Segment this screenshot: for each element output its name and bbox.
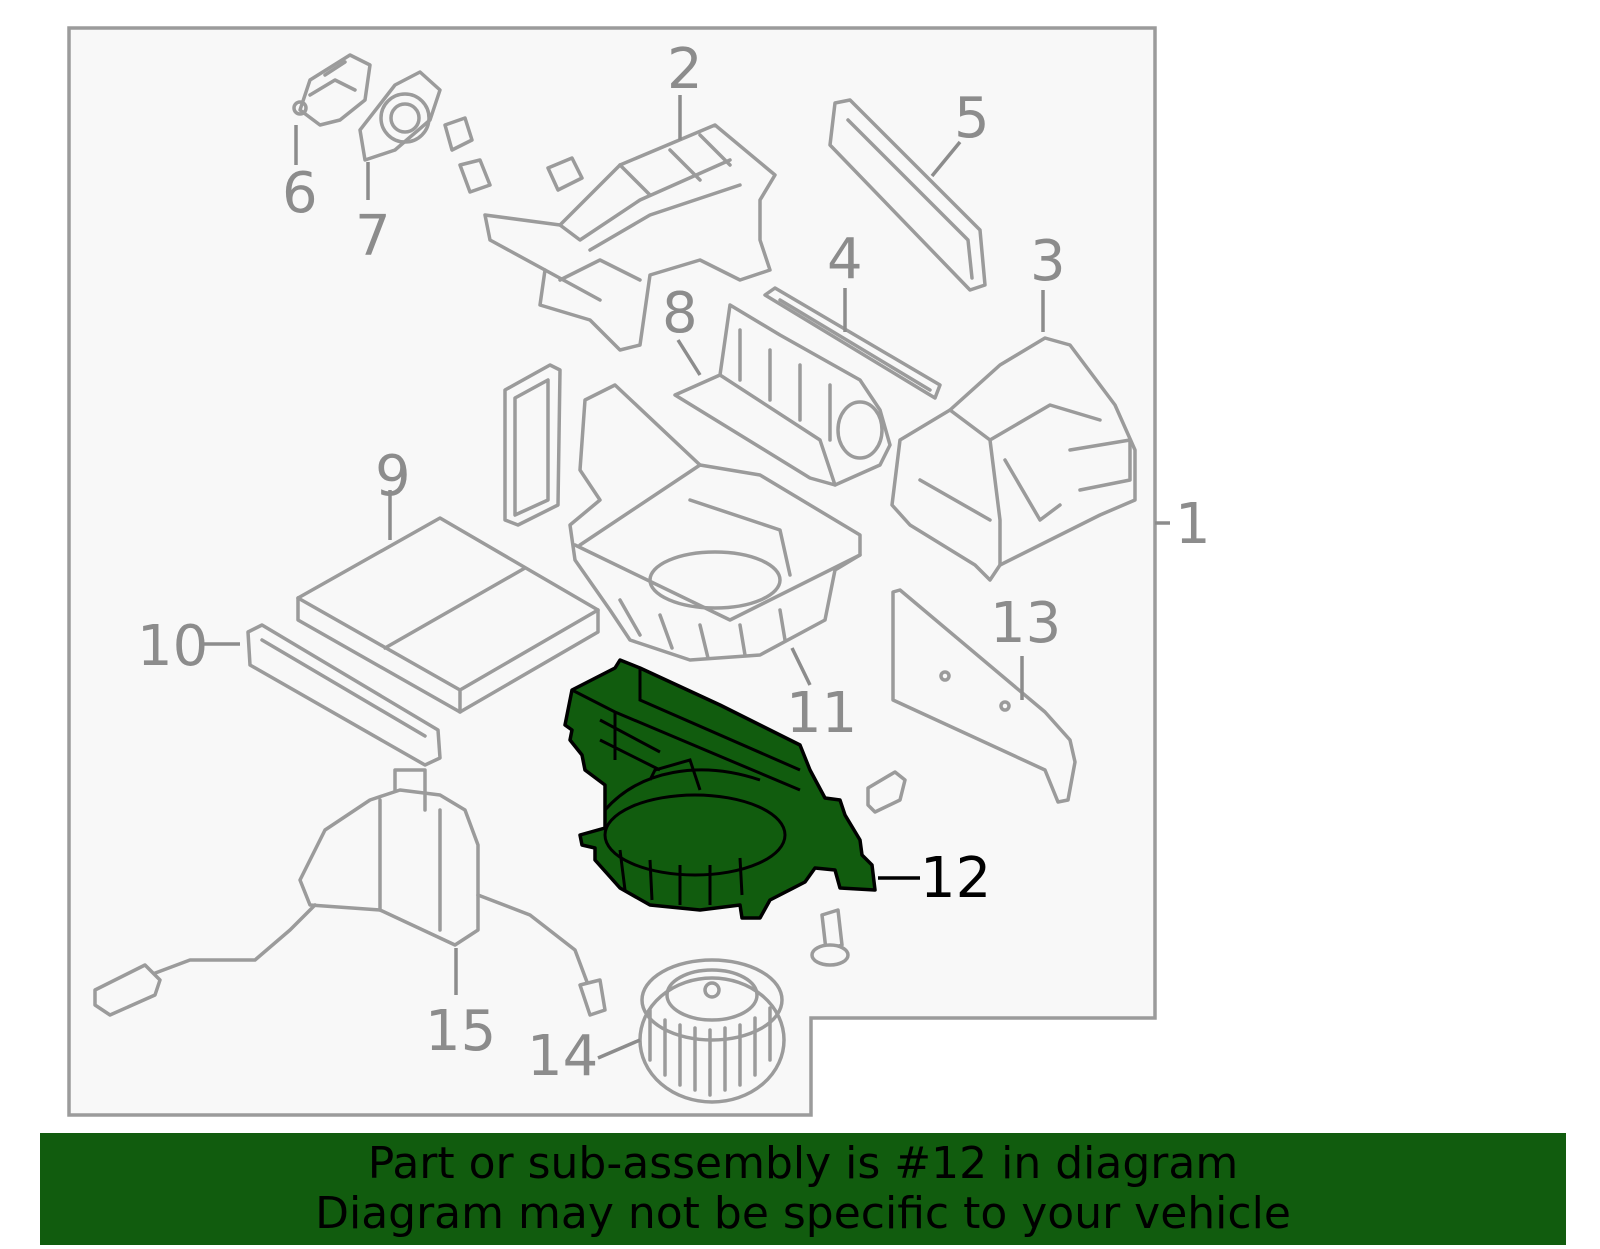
callout-1: 1 [1175, 492, 1211, 557]
callout-8: 8 [662, 281, 698, 346]
part-14-blower-motor [638, 958, 786, 1104]
banner-line-2: Diagram may not be specific to your vehi… [315, 1188, 1291, 1239]
part-15-blower-resistor [93, 768, 607, 1017]
part-4-seal-strip [763, 286, 942, 400]
part-2-upper-housing [483, 123, 777, 352]
part-8-blend-door [673, 303, 892, 487]
small-clips [443, 116, 584, 194]
callout-15: 15 [425, 999, 496, 1064]
callout-11: 11 [786, 681, 857, 746]
callout-12: 12 [920, 846, 991, 911]
callout-14: 14 [527, 1024, 598, 1089]
part-3-heater-housing [890, 336, 1137, 582]
screw [810, 908, 850, 967]
part-5-filter-seal [828, 98, 987, 292]
blower-case-bowl [603, 793, 787, 877]
gasket-frame [503, 363, 562, 527]
part-10-filter-cover [246, 623, 442, 767]
info-banner: Part or sub-assembly is #12 in diagram D… [40, 1133, 1566, 1245]
part-6-actuator [292, 53, 372, 127]
callout-13: 13 [990, 591, 1061, 656]
part-11-blower-housing [568, 383, 862, 662]
callout-9: 9 [375, 444, 411, 509]
part-13-insulator [891, 588, 1077, 804]
callout-6: 6 [282, 161, 318, 226]
banner-line-1: Part or sub-assembly is #12 in diagram [367, 1138, 1239, 1189]
callout-4: 4 [827, 227, 863, 292]
small-clip-right [866, 770, 907, 814]
callout-5: 5 [954, 86, 990, 151]
part-7-actuator-motor [358, 70, 442, 162]
callout-10: 10 [137, 614, 208, 679]
part-9-cabin-filter [296, 516, 600, 714]
callout-3: 3 [1030, 229, 1066, 294]
callout-7: 7 [355, 204, 391, 269]
callout-arrows [200, 95, 1170, 1060]
callout-2: 2 [667, 37, 703, 102]
part-12-blower-case [563, 658, 877, 920]
